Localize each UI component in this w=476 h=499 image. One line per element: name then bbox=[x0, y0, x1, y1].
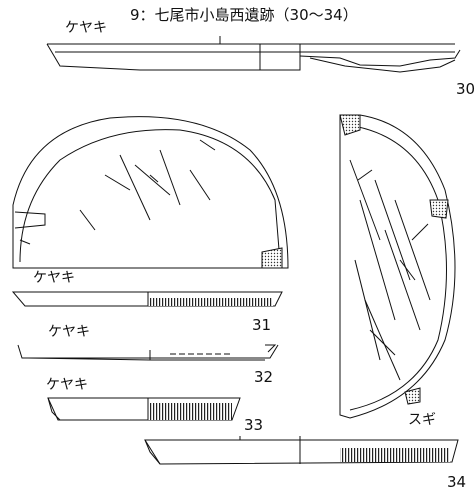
artifact-number-32: 32 bbox=[254, 368, 274, 386]
artifact-33-section bbox=[47, 397, 241, 421]
artifact-34-section bbox=[144, 436, 459, 465]
artifact-30-section bbox=[46, 36, 461, 73]
artifact-number-34: 34 bbox=[447, 473, 467, 491]
artifact-number-31: 31 bbox=[252, 316, 272, 334]
artifact-31-plan bbox=[12, 116, 289, 269]
wood-label-30: ケヤキ bbox=[65, 20, 107, 36]
artifact-number-30: 30 bbox=[456, 80, 476, 98]
artifact-32-section bbox=[17, 344, 279, 361]
artifact-number-33: 33 bbox=[244, 416, 264, 434]
wood-label-31: ケヤキ bbox=[33, 270, 75, 286]
wood-label-33: ケヤキ bbox=[46, 377, 88, 393]
wood-label-34: スギ bbox=[408, 412, 436, 428]
artifact-31-section bbox=[11, 291, 283, 307]
artifact-34-plan bbox=[339, 114, 456, 419]
figure-title: 9：七尾市小島西遺跡（30〜34） bbox=[130, 6, 358, 24]
wood-label-32: ケヤキ bbox=[48, 324, 90, 340]
